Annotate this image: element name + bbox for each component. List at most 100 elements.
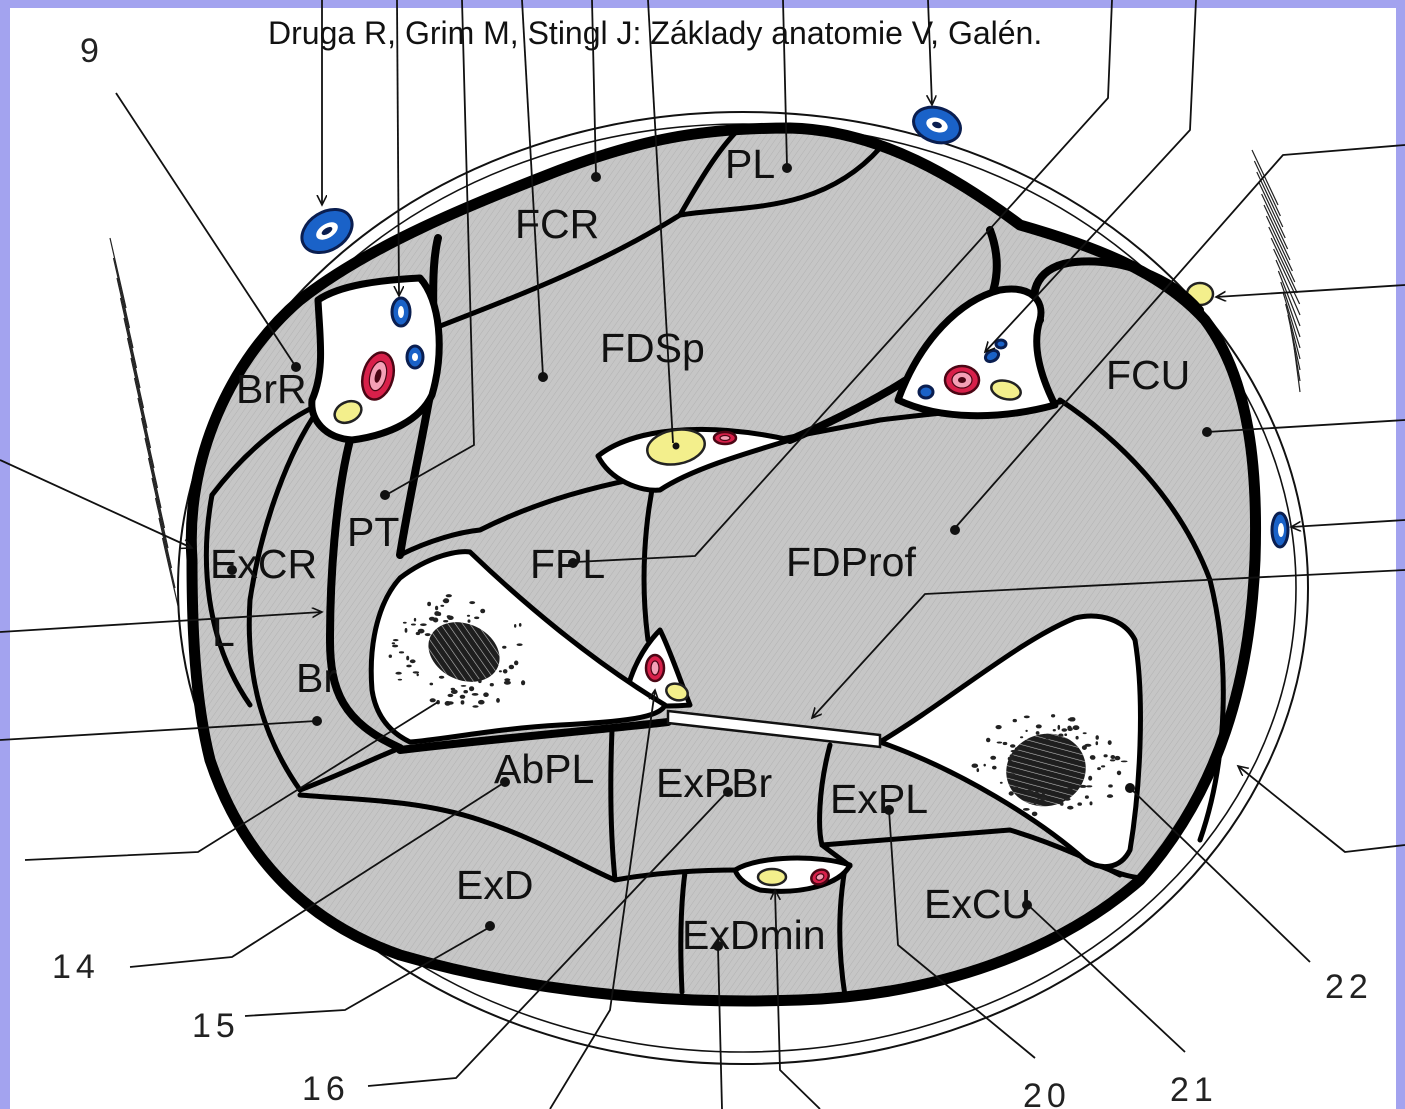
skin-hatch-line	[109, 237, 127, 309]
marrow-speckle	[1095, 735, 1099, 740]
marrow-speckle	[1077, 802, 1082, 806]
marrow-speckle	[1040, 796, 1047, 801]
artery-core	[958, 377, 966, 383]
marrow-speckle	[489, 683, 494, 687]
marrow-speckle	[1044, 734, 1052, 740]
leader-9	[115, 92, 297, 368]
marrow-speckle	[447, 693, 454, 698]
superficial-vein-top	[912, 105, 962, 145]
septum-brr-lower	[209, 402, 321, 498]
marrow-speckle	[1031, 811, 1038, 817]
marrow-speckle	[472, 705, 479, 708]
marrow-speckle	[496, 698, 500, 703]
callout-21: 21	[1170, 1071, 1218, 1109]
marrow-speckle	[996, 741, 1003, 744]
marrow-speckle	[420, 623, 427, 626]
marrow-speckle	[1095, 741, 1099, 746]
leader-radius	[24, 701, 439, 861]
skin-hatch-line	[1251, 149, 1279, 206]
marrow-speckle	[478, 678, 482, 684]
marrow-speckle	[443, 620, 449, 623]
median-nerve-space	[595, 426, 793, 493]
leader-fdsp	[521, 0, 544, 377]
label-expbr: ExPBr	[656, 760, 772, 806]
radius-marrow	[428, 622, 500, 682]
marrow-speckle	[1088, 775, 1093, 781]
leader-anterior-interosseous	[549, 690, 655, 1109]
leader-15	[244, 926, 491, 1017]
callout-16: 16	[302, 1070, 350, 1108]
label-fpl: FPL	[530, 541, 605, 587]
skin-hatch-line	[147, 457, 166, 529]
median-nerve-dot	[672, 442, 680, 450]
marrow-speckle	[1084, 743, 1092, 747]
skin-hatch-line	[1292, 336, 1301, 393]
marrow-speckle	[1101, 765, 1106, 768]
septum-lateral-edge	[203, 492, 253, 708]
marrow-speckle	[1097, 767, 1101, 771]
marrow-speckle	[1072, 725, 1080, 731]
marrow-speckle	[1067, 805, 1074, 810]
marrow-speckle	[1023, 715, 1030, 719]
marrow-speckle	[429, 682, 434, 686]
artery-lumen	[650, 660, 660, 676]
dot-fcu	[1202, 427, 1212, 437]
leader-14	[129, 781, 506, 968]
marrow-speckle	[503, 680, 511, 685]
skin-hatch-line	[161, 537, 180, 609]
callout-15: 15	[192, 1007, 240, 1045]
ulnar-vein-icon	[917, 384, 935, 400]
marrow-speckle	[986, 737, 991, 743]
skin-hatch-line	[1275, 259, 1301, 316]
marrow-speckle	[1116, 770, 1122, 776]
median-bundle-contents	[646, 428, 738, 466]
septum-exdmin-excu	[837, 865, 848, 999]
marrow-speckle	[406, 655, 410, 661]
marrow-speckle	[392, 639, 399, 642]
marrow-speckle	[445, 594, 452, 598]
dot-expl	[884, 805, 894, 815]
marrow-speckle	[467, 619, 471, 623]
marrow-speckle	[1103, 754, 1108, 758]
marrow-speckle	[976, 768, 980, 773]
marrow-speckle	[460, 700, 465, 705]
septum-posterior-upper	[396, 718, 672, 754]
skin-hatch-line	[137, 397, 155, 469]
marrow-speckle	[1064, 733, 1068, 736]
skin-hatching-left	[109, 237, 180, 609]
skin-hatch-line	[130, 357, 148, 429]
marrow-speckle	[502, 645, 507, 649]
leader-superficial-vein-right	[1291, 519, 1405, 527]
leader-20	[888, 809, 1036, 1059]
marrow-speckle	[427, 601, 431, 607]
label-l: L	[212, 609, 235, 655]
marrow-speckle	[1009, 754, 1014, 758]
frame-right	[1396, 0, 1405, 1109]
marrow-speckle	[1110, 755, 1116, 759]
marrow-speckle	[398, 651, 405, 654]
marrow-speckle	[409, 659, 416, 664]
dot-brr	[291, 362, 301, 372]
septum-fcr-fdsp	[427, 212, 683, 333]
marrow-speckle	[469, 601, 476, 605]
skin-hatch-line	[1273, 248, 1301, 305]
label-dots	[227, 163, 1212, 951]
leader-ulnar-artery	[985, 0, 1197, 352]
marrow-speckle	[1086, 785, 1093, 788]
marrow-texture	[428, 622, 500, 682]
dot-exd	[485, 921, 495, 931]
callout-20: 20	[1023, 1077, 1071, 1109]
marrow-speckle	[1070, 717, 1076, 722]
marrow-speckle	[447, 615, 454, 620]
marrow-speckle	[469, 686, 475, 692]
skin-hatch-line	[1270, 237, 1298, 294]
septum-pl-lower	[677, 145, 883, 218]
marrow-speckle	[478, 699, 485, 705]
leader-interosseous-membrane	[812, 569, 1405, 718]
posterior-interosseous-nerve-icon	[756, 867, 788, 887]
dot-excu	[1022, 900, 1032, 910]
marrow-speckle	[971, 763, 979, 768]
dot-pl	[782, 163, 792, 173]
dot-abpl	[500, 777, 510, 787]
